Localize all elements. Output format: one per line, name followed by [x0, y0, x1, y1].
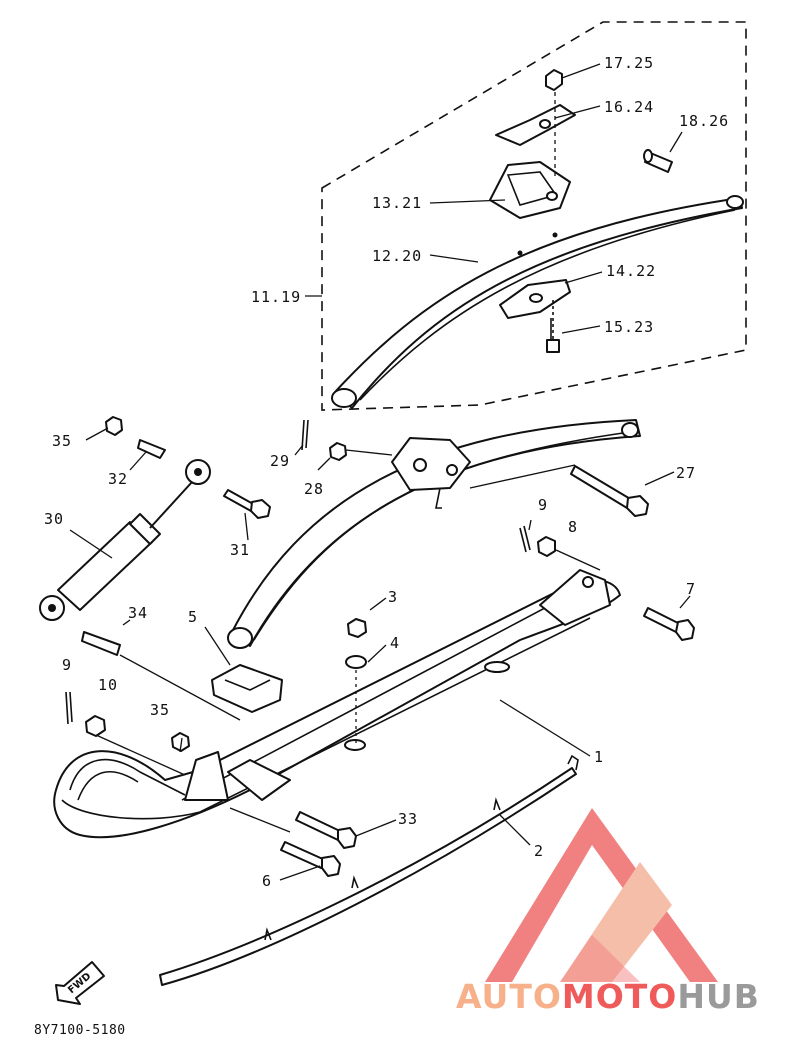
callout-12-20: 12.20 [372, 247, 422, 265]
callout-10: 10 [98, 676, 118, 694]
nut-35-top [105, 416, 123, 436]
leader-lines [69, 63, 691, 881]
callout-9-lower: 9 [62, 656, 72, 674]
pin-9-lower [65, 691, 73, 725]
svg-text:AUTOMOTOHUB: AUTOMOTOHUB [456, 977, 760, 1016]
callout-33: 33 [398, 810, 418, 828]
bolt-15-23 [546, 300, 560, 353]
callout-6: 6 [262, 872, 272, 890]
nut-35-lower [171, 732, 190, 752]
callout-11-19: 11.19 [251, 288, 301, 306]
callout-5: 5 [188, 608, 198, 626]
pin-9-upper [519, 525, 531, 553]
callout-35-lower: 35 [150, 701, 170, 719]
callout-18-26: 18.26 [679, 112, 729, 130]
callout-35-top: 35 [52, 432, 72, 450]
callout-14-22: 14.22 [606, 262, 656, 280]
callout-34: 34 [128, 604, 148, 622]
callout-labels: 17.25 16.24 18.26 13.21 12.20 11.19 14.2… [44, 54, 729, 890]
watermark-hub: HUB [677, 977, 760, 1016]
collar-18-26 [643, 149, 673, 173]
subassembly-boundary [321, 21, 747, 411]
bolt-27 [570, 465, 649, 517]
callout-28: 28 [304, 480, 324, 498]
bolt-7 [643, 607, 695, 641]
watermark-text: AUTOMOTOHUB [456, 977, 760, 1016]
clamp-plate-upper [489, 161, 571, 219]
ski-body [53, 569, 621, 839]
callout-3: 3 [388, 588, 398, 606]
callout-17-25: 17.25 [604, 54, 654, 72]
watermark-auto: AUTO [456, 977, 562, 1016]
nut-8 [537, 536, 556, 557]
nut-17-25 [545, 69, 563, 180]
leaf-spring-upper [331, 195, 744, 409]
callout-4: 4 [390, 634, 400, 652]
callout-9-upper: 9 [538, 496, 548, 514]
callout-27: 27 [676, 464, 696, 482]
plate-5 [211, 664, 283, 713]
watermark-logo [485, 808, 718, 982]
callout-16-24: 16.24 [604, 98, 654, 116]
callout-2: 2 [534, 842, 544, 860]
collar-32 [137, 439, 166, 459]
watermark-moto: MOTO [562, 977, 677, 1016]
washer-4 [345, 655, 367, 669]
callout-7: 7 [686, 580, 696, 598]
callout-15-23: 15.23 [604, 318, 654, 336]
plate-14-22 [499, 279, 571, 319]
callout-30: 30 [44, 510, 64, 528]
callout-31: 31 [230, 541, 250, 559]
bolt-31 [223, 489, 271, 519]
callout-32: 32 [108, 470, 128, 488]
fwd-arrow-icon: FWD [55, 961, 105, 1005]
shock-absorber [39, 459, 211, 621]
nut-3 [347, 618, 367, 638]
callout-8: 8 [568, 518, 578, 536]
clamp-mounted [391, 437, 471, 509]
callout-1: 1 [594, 748, 604, 766]
callout-13-21: 13.21 [372, 194, 422, 212]
drawing-code: 8Y7100-5180 [34, 1023, 126, 1038]
bracket-16-24 [495, 104, 576, 146]
nut-28 [329, 442, 347, 461]
collar-34 [81, 631, 121, 656]
callout-29: 29 [270, 452, 290, 470]
bolt-6 [280, 841, 341, 877]
nut-10 [85, 715, 106, 737]
runner-2 [159, 754, 579, 986]
bolt-33 [295, 811, 357, 849]
